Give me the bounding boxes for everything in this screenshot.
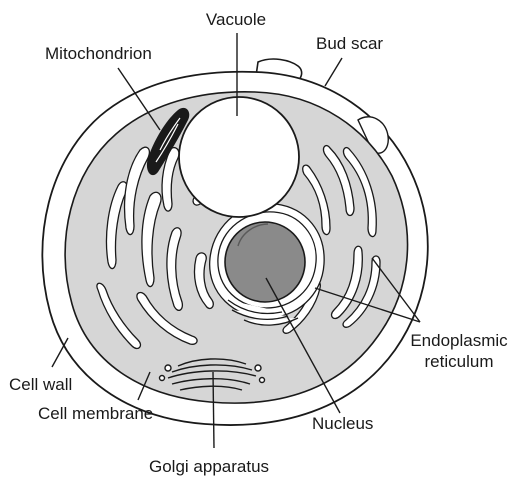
bud-scar-leader	[325, 58, 342, 86]
bud-scar-label: Bud scar	[316, 34, 383, 54]
golgi-leader	[213, 372, 214, 448]
nucleus	[225, 222, 305, 302]
cell-wall-leader	[52, 338, 68, 367]
endoplasmic-reticulum-label: Endoplasmic reticulum	[392, 330, 526, 372]
cell-membrane-label: Cell membrane	[38, 404, 153, 424]
cell-wall-label: Cell wall	[9, 375, 72, 395]
vacuole	[179, 97, 299, 217]
er-label-line2: reticulum	[392, 351, 526, 372]
mitochondrion-label: Mitochondrion	[45, 44, 152, 64]
vacuole-label: Vacuole	[186, 10, 286, 30]
er-label-line1: Endoplasmic	[392, 330, 526, 351]
golgi-apparatus-label: Golgi apparatus	[149, 457, 269, 477]
nucleus-label: Nucleus	[312, 414, 373, 434]
